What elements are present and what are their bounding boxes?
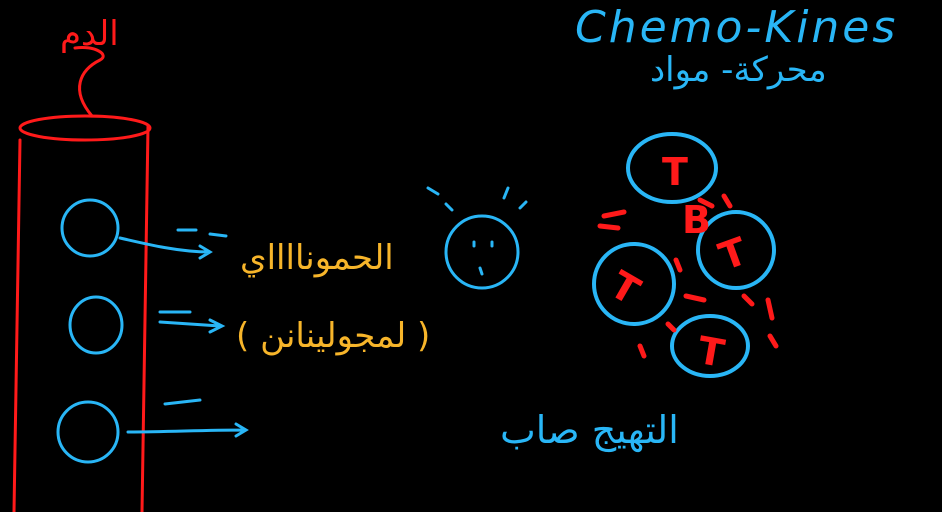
smiley-head — [444, 214, 520, 290]
cell-label-1: الحمونااااي — [240, 238, 394, 278]
lymphocyte-cluster — [592, 132, 779, 378]
arrow-3-dash — [163, 398, 202, 406]
arrow-1-dash — [176, 228, 228, 238]
vessel-left-wall — [12, 138, 22, 512]
blood-vessel — [12, 45, 152, 512]
arrow-1 — [118, 236, 213, 260]
vessel-cell-2 — [68, 295, 124, 355]
cluster-cell-top — [626, 132, 718, 204]
vessel-cell-1 — [60, 198, 120, 258]
cell-label-2: ( لمجولينانن ) — [236, 316, 431, 356]
smiley-face — [426, 186, 528, 290]
smiley-mouth — [478, 266, 484, 276]
cluster-letter: T — [662, 150, 688, 194]
vessel-cells — [56, 198, 124, 464]
inflammation-label: التهيج صاب — [500, 408, 679, 452]
vessel-connector-squiggle — [73, 45, 105, 118]
arrow-2 — [158, 318, 226, 334]
smiley-rays — [426, 186, 528, 212]
cluster-letter: B — [682, 198, 711, 242]
chemokines-arabic-subtitle: محركة- مواد — [650, 50, 827, 90]
blood-label: الدم — [60, 14, 119, 54]
cluster-cell-right — [696, 210, 776, 290]
vessel-cell-3 — [56, 400, 120, 464]
migration-arrows — [118, 228, 249, 438]
chemokines-title: Chemo-Kines — [575, 2, 899, 53]
cluster-cell-left — [592, 242, 676, 326]
cluster-cell-bottom — [670, 314, 750, 378]
arrow-3 — [126, 422, 249, 438]
vessel-top-ellipse — [18, 114, 152, 142]
vessel-right-wall — [140, 124, 150, 512]
cluster-red-marks — [597, 193, 779, 359]
